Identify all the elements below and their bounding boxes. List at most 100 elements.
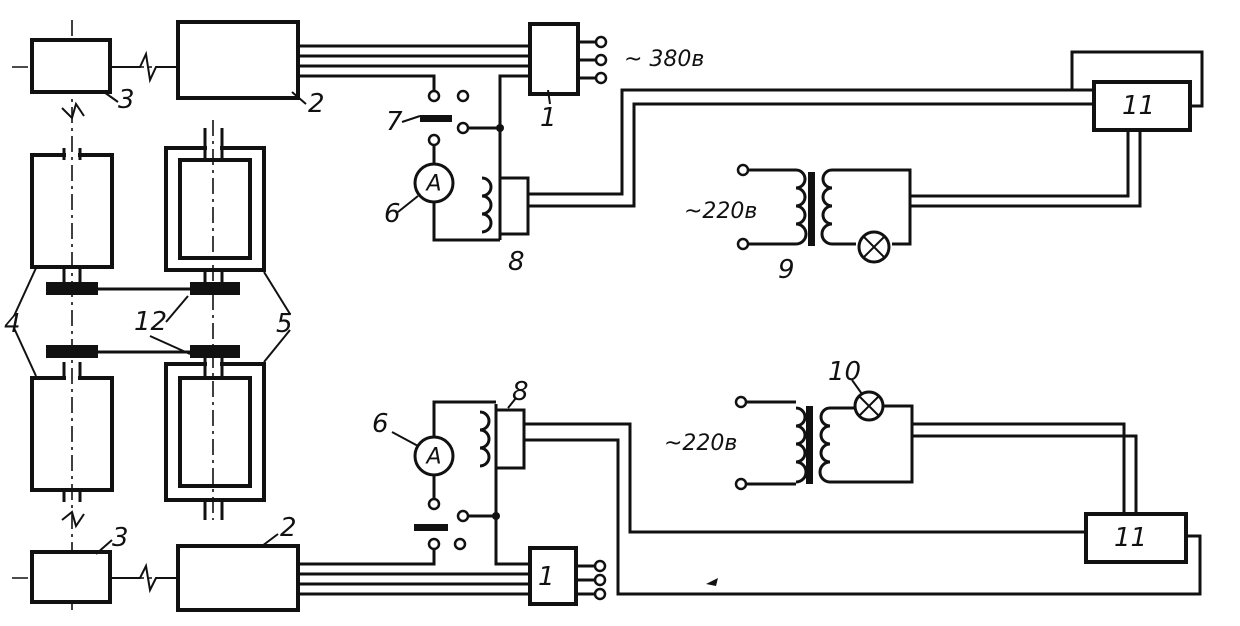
- leader-6-top: [397, 195, 419, 213]
- switch-contact-bottom-t: [456, 509, 470, 523]
- terminal-220-top-b: [736, 237, 750, 251]
- terminal-bottom-1: [593, 559, 607, 573]
- leader-2-bottom: [261, 533, 279, 547]
- relay-top-out-1: [910, 130, 1130, 198]
- switch-pivot-top: [427, 133, 441, 147]
- label-8-bottom: 8: [512, 377, 529, 407]
- clamp-lower-left: [46, 345, 98, 358]
- leader-3-bottom: [95, 539, 113, 555]
- terminal-top-2: [594, 53, 608, 67]
- leader-10: [851, 379, 863, 395]
- bottom-circuit: A: [176, 379, 1202, 612]
- terminal-bottom-2: [593, 573, 607, 587]
- transformer-bottom-primary: [795, 406, 808, 484]
- signal-wire-top-inner: [528, 102, 1094, 208]
- right-piece-upper-outer: [164, 146, 266, 272]
- right-piece-upper-inner: [178, 158, 252, 260]
- signal-wire-bottom-outer: [524, 438, 1202, 596]
- terminal-top-1: [594, 35, 608, 49]
- label-9: 9: [778, 255, 795, 285]
- coupling-bottom: [30, 550, 112, 604]
- left-piece-lower: [30, 376, 114, 492]
- switch-contact-top-b: [456, 121, 470, 135]
- labels: 1 1 2 2 3 3 4 5 6 6 7 8 8 9 10 11 11 12 …: [4, 47, 1155, 592]
- label-12: 12: [134, 307, 167, 337]
- right-piece-lower-inner: [178, 376, 252, 488]
- relay-top-loop: [1070, 50, 1204, 108]
- coupling-top: [30, 38, 112, 94]
- leader-8-bottom: [507, 397, 517, 409]
- relay-bottom-out-2: [912, 434, 1138, 514]
- wire-motor-to-switch: [298, 74, 436, 92]
- coil-top-clamp: [498, 176, 530, 236]
- leader-5-down: [263, 329, 291, 363]
- stray-mark: [706, 578, 718, 586]
- switch-contact-bottom-l: [427, 537, 441, 551]
- wire-ammeter-to-coil: [432, 202, 500, 242]
- switch-blade-bottom: [414, 524, 448, 531]
- coil-bottom-clamp: [494, 408, 526, 470]
- wire-transformer-top-loop: [832, 168, 912, 246]
- label-8-top: 8: [508, 247, 525, 277]
- switch-contact-top-r: [456, 89, 470, 103]
- terminal-220-bottom-a: [734, 395, 748, 409]
- label-4: 4: [4, 309, 21, 339]
- transformer-top-core: [808, 172, 815, 246]
- top-circuit: A: [176, 20, 1204, 264]
- coil-bottom-winding: [479, 410, 491, 468]
- leader-4-up: [13, 267, 37, 317]
- label-3-bottom: 3: [112, 523, 129, 553]
- motor-box-bottom: [176, 544, 300, 612]
- leader-12-up: [165, 295, 189, 323]
- transformer-bottom-secondary: [818, 406, 831, 484]
- transformer-top-secondary: [820, 168, 833, 246]
- converter-box-bottom: [528, 546, 578, 606]
- leader-5-up: [263, 271, 291, 315]
- label-2-bottom: 2: [280, 513, 297, 543]
- switch-contact-bottom-r: [453, 537, 467, 551]
- supply-220-bottom-label: ~220в: [664, 431, 737, 456]
- transformer-top-primary: [795, 168, 808, 246]
- terminal-220-bottom-b: [734, 477, 748, 491]
- leader-1-top: [547, 89, 551, 105]
- signal-wire-top-outer: [528, 88, 1094, 196]
- label-3-top: 3: [118, 85, 135, 115]
- clamp-upper-right: [190, 282, 240, 295]
- clamp-upper-left: [46, 282, 98, 295]
- label-7: 7: [386, 107, 403, 137]
- leader-6-bottom: [391, 431, 419, 447]
- terminal-top-3: [594, 71, 608, 85]
- wire-lamp-loop-bottom: [830, 404, 914, 484]
- clamp-lower-right: [190, 345, 240, 358]
- label-11-top: 11: [1122, 91, 1155, 121]
- switch-contact-top-l: [427, 89, 441, 103]
- supply-220-top-label: ~220в: [684, 199, 757, 224]
- ammeter-bottom-symbol: A: [424, 445, 441, 470]
- label-6-bottom: 6: [372, 409, 389, 439]
- label-11-bottom: 11: [1114, 523, 1147, 553]
- label-2-top: 2: [308, 89, 325, 119]
- supply-380-label: ~ 380в: [624, 47, 704, 72]
- switch-pivot-bottom: [427, 497, 441, 511]
- label-1-bottom: 1: [538, 562, 555, 592]
- wire-ammeter-to-coil-bottom: [432, 400, 496, 437]
- coil-top-winding: [481, 176, 493, 234]
- wire-converter-to-coil: [498, 74, 530, 240]
- label-1-top: 1: [540, 103, 557, 133]
- axis-break-bottom: [61, 510, 85, 529]
- lamp-top: [857, 230, 891, 264]
- label-6-top: 6: [384, 199, 401, 229]
- wire-motor-to-switch-bottom: [298, 548, 436, 566]
- transformer-bottom-core: [806, 406, 813, 484]
- terminal-bottom-3: [593, 587, 607, 601]
- label-5: 5: [276, 309, 293, 339]
- shaft-break-top: [110, 50, 178, 84]
- leader-4-down: [13, 327, 37, 377]
- switch-blade-top: [420, 115, 452, 122]
- right-piece-lower-outer: [164, 362, 266, 502]
- relay-top-out-2: [910, 130, 1142, 208]
- ammeter-top-symbol: A: [424, 172, 441, 197]
- converter-box-top: [528, 22, 580, 96]
- leader-3-top: [103, 91, 119, 103]
